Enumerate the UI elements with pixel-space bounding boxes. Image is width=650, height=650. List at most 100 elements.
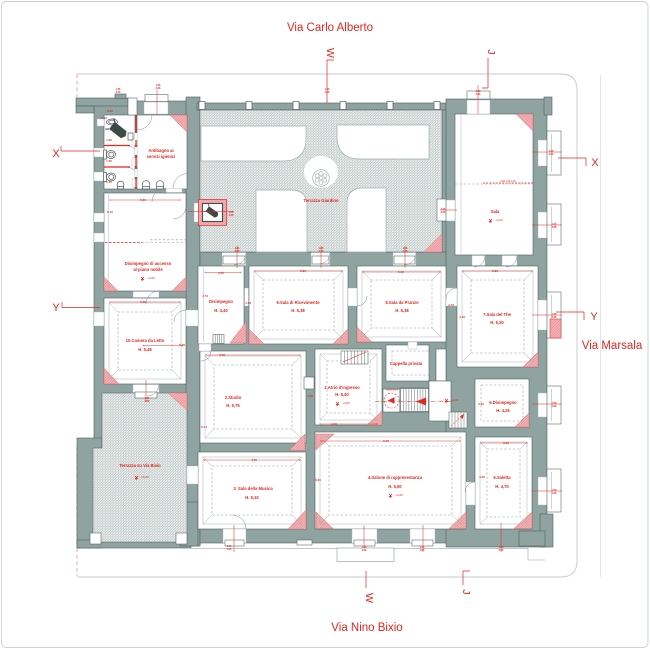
svg-text:Sala: Sala xyxy=(491,209,500,214)
svg-text:W: W xyxy=(363,593,375,603)
svg-text:2.06: 2.06 xyxy=(403,250,408,253)
svg-text:Terrazza su Via Bixio: Terrazza su Via Bixio xyxy=(119,463,161,468)
svg-text:+4,06: +4,06 xyxy=(147,276,155,280)
svg-text:5.Saletta: 5.Saletta xyxy=(493,475,511,480)
svg-text:9.40: 9.40 xyxy=(383,439,389,443)
svg-text:J: J xyxy=(485,49,497,54)
svg-text:Disimpegno: Disimpegno xyxy=(209,299,233,304)
svg-text:1.06: 1.06 xyxy=(420,546,425,549)
svg-text:4.73: 4.73 xyxy=(245,301,251,305)
svg-text:H. 4,40: H. 4,40 xyxy=(214,308,228,313)
svg-text:H. 5,38: H. 5,38 xyxy=(291,308,305,313)
svg-text:5.06: 5.06 xyxy=(140,198,146,202)
svg-text:Terrazza Giardino: Terrazza Giardino xyxy=(303,198,339,203)
svg-text:1.06: 1.06 xyxy=(499,546,504,549)
svg-text:1.06: 1.06 xyxy=(552,489,557,492)
svg-text:1.25: 1.25 xyxy=(106,180,112,184)
svg-text:0.80: 0.80 xyxy=(107,109,113,113)
svg-text:3.92: 3.92 xyxy=(503,441,509,445)
svg-text:H. 4,70: H. 4,70 xyxy=(495,484,509,489)
svg-text:0.40: 0.40 xyxy=(101,116,107,120)
svg-text:H. 5,40: H. 5,40 xyxy=(335,392,349,397)
svg-text:2.06: 2.06 xyxy=(552,492,557,495)
svg-text:2.06: 2.06 xyxy=(552,316,557,319)
svg-text:Y: Y xyxy=(590,311,598,323)
svg-text:2.06: 2.06 xyxy=(441,211,446,214)
svg-text:2.06: 2.06 xyxy=(227,548,232,551)
svg-text:2.06: 2.06 xyxy=(325,91,330,94)
svg-text:2.06 2.06 2.06: 2.06 2.06 2.06 xyxy=(500,180,516,183)
svg-text:Disimpegno di accesso: Disimpegno di accesso xyxy=(125,261,172,266)
svg-text:Y: Y xyxy=(52,302,60,314)
svg-text:2.06: 2.06 xyxy=(552,405,557,408)
svg-text:2.06: 2.06 xyxy=(116,91,121,94)
svg-text:X: X xyxy=(591,157,599,169)
svg-text:2.06: 2.06 xyxy=(156,87,161,90)
svg-text:H. 5,75: H. 5,75 xyxy=(226,403,240,408)
svg-text:6.Disimpegno: 6.Disimpegno xyxy=(489,400,517,405)
svg-text:+4,06: +4,06 xyxy=(495,218,503,222)
svg-text:1.06: 1.06 xyxy=(476,90,481,93)
svg-text:1.06: 1.06 xyxy=(549,150,554,153)
svg-text:1.06: 1.06 xyxy=(441,208,446,211)
svg-text:2.06: 2.06 xyxy=(549,153,554,156)
svg-text:servizi igienici: servizi igienici xyxy=(147,154,176,159)
svg-text:6.14: 6.14 xyxy=(201,425,207,429)
svg-text:+4,06: +4,06 xyxy=(451,398,459,402)
svg-text:Via Carlo Alberto: Via Carlo Alberto xyxy=(287,22,373,34)
svg-text:6.00: 6.00 xyxy=(315,478,321,482)
svg-text:J: J xyxy=(460,589,472,594)
svg-text:1.06: 1.06 xyxy=(325,88,330,91)
svg-text:5.08: 5.08 xyxy=(140,300,146,304)
svg-text:3. Sala della Musica: 3. Sala della Musica xyxy=(233,486,273,491)
svg-text:X: X xyxy=(52,148,60,160)
svg-text:2.06: 2.06 xyxy=(476,93,481,96)
svg-text:al piano nobile: al piano nobile xyxy=(133,267,163,272)
svg-text:9.Sala di Ricevimento: 9.Sala di Ricevimento xyxy=(276,300,319,305)
svg-text:4.73: 4.73 xyxy=(448,303,454,307)
svg-text:4.10: 4.10 xyxy=(331,422,337,426)
svg-text:Cappella privata: Cappella privata xyxy=(390,361,423,366)
svg-text:1.06: 1.06 xyxy=(156,84,161,87)
svg-text:H. 5,10: H. 5,10 xyxy=(245,495,259,500)
svg-text:+4,06: +4,06 xyxy=(342,401,350,405)
svg-text:±0,00: ±0,00 xyxy=(141,475,149,479)
svg-text:ascensore: ascensore xyxy=(386,388,399,392)
svg-text:1.06: 1.06 xyxy=(552,313,557,316)
svg-text:3.90: 3.90 xyxy=(478,402,484,406)
svg-text:1.06: 1.06 xyxy=(362,546,367,549)
svg-text:4.70: 4.70 xyxy=(251,458,257,462)
svg-text:5.95: 5.95 xyxy=(300,269,306,273)
svg-text:2.Studio: 2.Studio xyxy=(225,395,242,400)
svg-text:H. 5,30: H. 5,30 xyxy=(490,320,504,325)
svg-text:H. 5,48: H. 5,48 xyxy=(138,347,152,352)
svg-text:Antibagno ai: Antibagno ai xyxy=(148,148,173,153)
svg-text:1.06: 1.06 xyxy=(229,211,234,214)
svg-text:1.06: 1.06 xyxy=(235,247,240,250)
svg-text:2.06: 2.06 xyxy=(229,214,234,217)
svg-text:1.06: 1.06 xyxy=(145,397,150,400)
svg-text:4.29: 4.29 xyxy=(459,315,465,319)
svg-text:2.06: 2.06 xyxy=(235,250,240,253)
svg-text:1.06: 1.06 xyxy=(403,247,408,250)
svg-text:1.06: 1.06 xyxy=(319,247,324,250)
svg-text:1.60: 1.60 xyxy=(106,138,112,142)
svg-text:1.06: 1.06 xyxy=(552,402,557,405)
svg-text:+4,06: +4,06 xyxy=(395,493,403,497)
svg-text:1.Atrio d'ingresso: 1.Atrio d'ingresso xyxy=(324,385,360,390)
svg-text:10.Camera da Letto: 10.Camera da Letto xyxy=(126,338,165,343)
svg-text:7.Sala del The: 7.Sala del The xyxy=(483,312,512,317)
svg-text:1.25: 1.25 xyxy=(106,159,112,163)
svg-text:2.06: 2.06 xyxy=(420,549,425,552)
svg-text:4.00: 4.00 xyxy=(479,475,485,479)
svg-text:1.06: 1.06 xyxy=(552,223,557,226)
svg-text:2.06: 2.06 xyxy=(319,250,324,253)
svg-text:2.06: 2.06 xyxy=(552,226,557,229)
svg-text:2.06: 2.06 xyxy=(145,400,150,403)
svg-text:Via Nino Bixio: Via Nino Bixio xyxy=(331,622,402,634)
svg-text:4.Salone di rappresentanza: 4.Salone di rappresentanza xyxy=(368,475,423,480)
svg-text:H. 5,38: H. 5,38 xyxy=(395,308,409,313)
svg-text:W: W xyxy=(324,48,336,58)
svg-text:1.06: 1.06 xyxy=(116,88,121,91)
svg-text:1.06: 1.06 xyxy=(227,545,232,548)
